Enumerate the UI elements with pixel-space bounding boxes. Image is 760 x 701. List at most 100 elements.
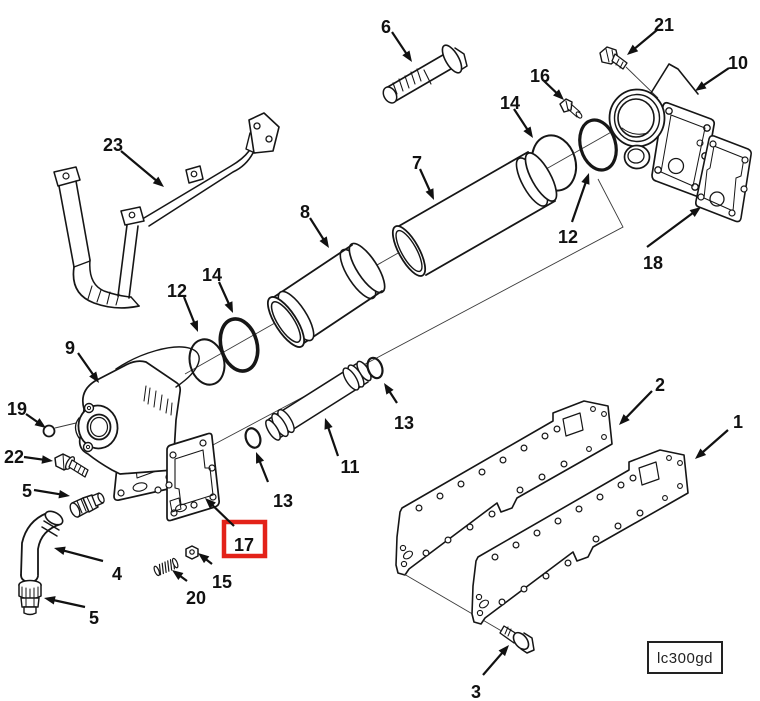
callout-7-arrow [418, 168, 433, 195]
part-oring-13-left [244, 427, 262, 449]
callout-8-arrow [309, 217, 327, 243]
part-bolt-small [54, 453, 89, 478]
callout-12-arrow [182, 296, 197, 326]
part-nut [185, 545, 199, 560]
diagram-code-box: lc300gd [647, 641, 723, 674]
part-support-bracket [53, 112, 280, 309]
callout-label-17: 17 [234, 535, 254, 555]
callout-22-arrowhead [41, 455, 53, 464]
callout-label-16: 16 [530, 66, 550, 86]
part-bolt-plug [599, 46, 628, 70]
part-fitting-upper [69, 492, 105, 518]
callout-18-arrowhead [689, 207, 701, 218]
callout-3-arrow [482, 649, 506, 676]
callout-19-arrowhead [34, 418, 46, 428]
callout-4-arrowhead [54, 546, 66, 555]
callout-label-4: 4 [112, 564, 122, 584]
part-elbow-hose [20, 510, 64, 583]
callout-14-arrowhead [224, 301, 233, 313]
part-oring-13-right [366, 356, 384, 380]
callout-6-arrowhead [402, 50, 412, 62]
callout-label-5: 5 [22, 481, 32, 501]
callout-17-arrowhead [205, 498, 216, 509]
callout-13-arrowhead [384, 383, 394, 395]
callout-3-arrowhead [498, 645, 509, 657]
callout-6-arrow [391, 31, 410, 57]
callout-5-arrow [33, 488, 64, 496]
part-tube-large [391, 151, 558, 277]
callout-label-13: 13 [394, 413, 414, 433]
part-spring-pin [153, 557, 179, 577]
part-gasket-housing [695, 135, 752, 223]
callout-label-19: 19 [7, 399, 27, 419]
part-seal-12-top [578, 118, 618, 172]
callout-label-3: 3 [471, 682, 481, 701]
callout-11-arrow [326, 424, 340, 457]
part-gasket-cooler-cover [165, 432, 221, 522]
callout-12-arrow [570, 179, 588, 223]
callout-label-12: 12 [167, 281, 187, 301]
part-connection-housing [608, 63, 716, 198]
callout-7-arrowhead [425, 188, 434, 200]
callout-2-arrowhead [619, 414, 630, 425]
callout-14-arrow [513, 108, 531, 133]
callout-16-arrowhead [553, 89, 564, 100]
part-transfer-tube [265, 360, 372, 441]
part-bolt-plate [499, 625, 535, 654]
callout-label-6: 6 [381, 17, 391, 37]
callout-label-10: 10 [728, 53, 748, 73]
callout-12-arrowhead [581, 173, 590, 185]
callout-17-arrow [209, 502, 235, 527]
callout-12-arrowhead [189, 320, 198, 332]
callout-label-7: 7 [412, 153, 422, 173]
callout-label-9: 9 [65, 338, 75, 358]
callout-label-13: 13 [273, 491, 293, 511]
callout-15-arrowhead [198, 553, 210, 564]
callout-label-15: 15 [212, 572, 232, 592]
highlight-box-17 [221, 519, 268, 559]
callout-9-arrowhead [89, 371, 99, 383]
callout-label-2: 2 [655, 375, 665, 395]
callout-label-21: 21 [654, 15, 674, 35]
callout-1-arrowhead [695, 448, 707, 459]
callout-label-18: 18 [643, 253, 663, 273]
callout-4-arrow [60, 548, 104, 563]
part-tube-element [267, 242, 386, 348]
part-seal-14-mid [218, 317, 260, 373]
callout-21-arrowhead [627, 44, 639, 55]
callout-1-arrow [699, 429, 729, 456]
bolt-alignment-line [403, 573, 506, 634]
callout-label-14: 14 [500, 93, 520, 113]
part-fitting-small [559, 98, 583, 119]
part-oil-cooler-housing [74, 346, 200, 502]
callout-8-arrowhead [319, 236, 329, 248]
callout-5-arrowhead [58, 489, 70, 499]
callout-14-arrowhead [523, 126, 533, 138]
callout-9-arrow [77, 352, 96, 378]
callout-label-5: 5 [89, 608, 99, 628]
callout-label-22: 22 [4, 447, 24, 467]
callout-label-12: 12 [558, 227, 578, 247]
callout-11-arrowhead [324, 418, 333, 430]
callout-23-arrowhead [152, 176, 164, 187]
callout-5-arrow [50, 598, 86, 609]
callout-label-14: 14 [202, 265, 222, 285]
callout-18-arrow [646, 210, 697, 248]
diagram-code-label: lc300gd [657, 650, 713, 667]
part-bolt-long [382, 44, 468, 104]
callout-label-20: 20 [186, 588, 206, 608]
callout-2-arrow [623, 390, 653, 421]
callout-13-arrow [257, 458, 270, 483]
part-fitting-lower [18, 579, 42, 616]
callout-label-8: 8 [300, 202, 310, 222]
callout-label-23: 23 [103, 135, 123, 155]
callout-23-arrow [120, 150, 160, 184]
callout-5-arrowhead [44, 596, 56, 605]
callout-label-11: 11 [340, 457, 359, 477]
callout-14-arrow [217, 281, 232, 308]
part-oring-12-mid [188, 338, 226, 386]
callout-20-arrowhead [172, 570, 184, 580]
callout-10-arrow [700, 67, 730, 88]
